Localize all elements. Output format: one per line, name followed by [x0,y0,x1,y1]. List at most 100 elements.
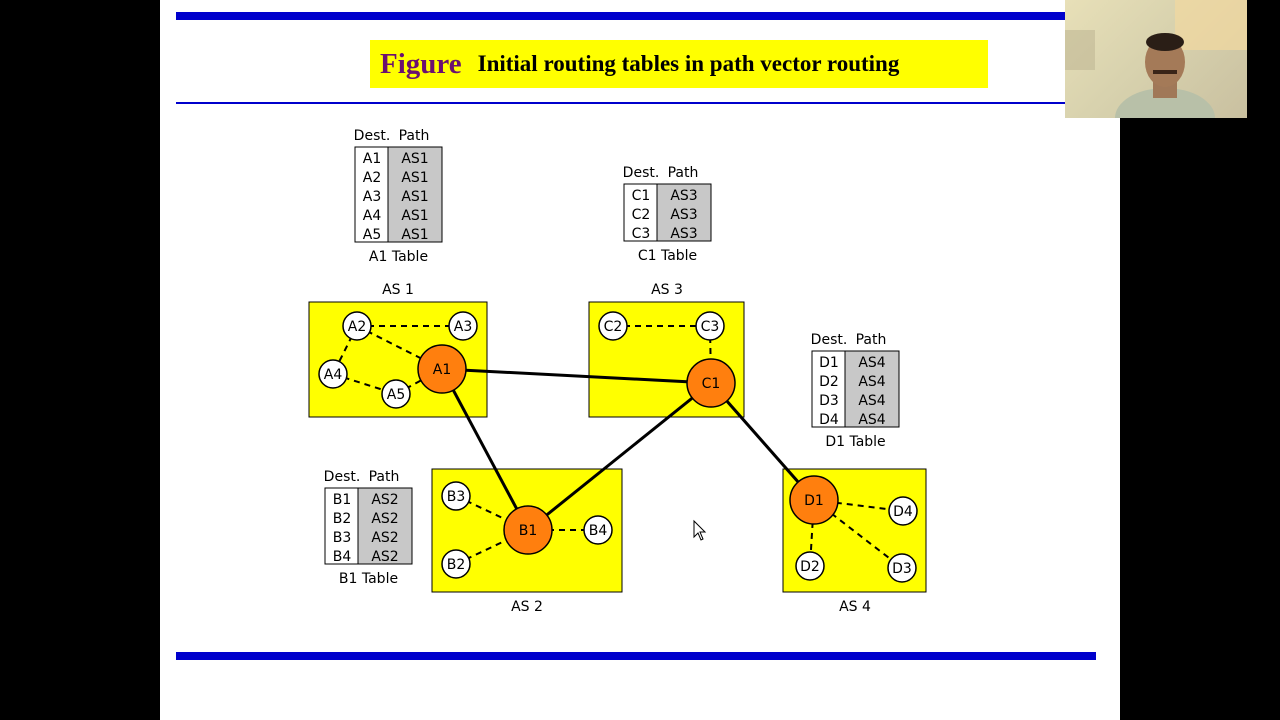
table-caption: D1 Table [825,434,885,450]
node-a3 [448,311,478,341]
node-d3 [887,553,917,583]
table-cell-path: AS1 [401,170,428,186]
table-cell-dest: B2 [333,511,352,527]
table-cell-dest: A1 [363,151,381,167]
link-d1-d3 [813,499,903,569]
table-header-dest: Dest. [623,165,660,181]
node-d2 [795,551,825,581]
table-header-path: Path [668,165,699,181]
table-cell-dest: D2 [819,374,839,390]
as-label-as3: AS 3 [651,282,683,298]
table-cell-path: AS2 [371,530,398,546]
as-label-as4: AS 4 [839,599,871,615]
table-cell-dest: B4 [333,549,352,565]
table-cell-dest: A4 [363,208,382,224]
node-label-b2: B2 [447,557,466,573]
node-b4 [583,515,613,545]
table-header-path: Path [369,469,400,485]
table-cell-dest: B1 [333,492,352,508]
node-label-d4: D4 [893,504,913,520]
node-label-a4: A4 [324,367,343,383]
top-rule [176,12,1066,20]
node-label-a1: A1 [433,362,451,378]
node-a2 [342,311,372,341]
table-cell-dest: C3 [632,226,651,242]
table-cell-dest: B3 [333,530,352,546]
webcam-overlay [1065,0,1247,118]
inter-as-link-b1-c1 [527,381,712,532]
link-a5-a1 [395,368,443,395]
node-c1 [686,358,736,408]
as-label-as1: AS 1 [382,282,414,298]
inter-as-link-a1-b1 [440,368,530,531]
node-a1 [417,344,467,394]
node-label-b1: B1 [519,523,538,539]
table-caption: B1 Table [339,571,398,587]
node-b1 [503,505,553,555]
table-header-dest: Dest. [324,469,361,485]
node-label-b3: B3 [447,489,466,505]
table-caption: C1 Table [638,248,697,264]
bottom-rule [176,652,1096,660]
node-c3 [695,311,725,341]
slide-title: Figure Initial routing tables in path ve… [370,40,988,88]
table-cell-path: AS4 [858,412,885,428]
table-path-column [357,487,413,565]
node-d1 [789,475,839,525]
table-cell-path: AS3 [670,207,697,223]
table-cell-path: AS1 [401,227,428,243]
table-header-path: Path [399,128,430,144]
table-cell-dest: A5 [363,227,381,243]
table-cell-path: AS2 [371,549,398,565]
inter-as-link-c1-d1 [709,382,816,501]
node-label-c3: C3 [701,319,720,335]
table-cell-dest: D1 [819,355,839,371]
table-path-column [387,146,443,243]
table-caption: A1 Table [369,249,428,265]
inter-as-link-a1-c1 [441,367,712,385]
title-underline [176,102,1066,104]
table-path-column [844,350,900,428]
node-label-a5: A5 [387,387,405,403]
table-cell-dest: D3 [819,393,839,409]
node-label-a3: A3 [454,319,472,335]
title-prefix: Figure [380,47,462,80]
presenter-video [1065,0,1247,118]
node-d4 [888,496,918,526]
table-cell-path: AS1 [401,208,428,224]
node-label-c1: C1 [702,376,721,392]
table-header-path: Path [856,332,887,348]
table-cell-dest: A3 [363,189,381,205]
table-cell-dest: D4 [819,412,839,428]
node-a5 [381,379,411,409]
table-cell-dest: C1 [632,188,651,204]
table-cell-path: AS4 [858,393,885,409]
table-cell-path: AS4 [858,374,885,390]
table-cell-path: AS3 [670,188,697,204]
node-label-b4: B4 [589,523,608,539]
table-header-dest: Dest. [354,128,391,144]
node-c2 [598,311,628,341]
table-path-column [656,183,712,242]
node-label-d1: D1 [804,493,824,509]
node-label-d3: D3 [892,561,912,577]
table-cell-path: AS1 [401,189,428,205]
as-label-as2: AS 2 [511,599,543,615]
node-b3 [441,481,471,511]
table-cell-path: AS3 [670,226,697,242]
table-cell-dest: A2 [363,170,381,186]
table-cell-path: AS1 [401,151,428,167]
table-cell-path: AS2 [371,511,398,527]
node-label-a2: A2 [348,319,366,335]
node-label-c2: C2 [604,319,623,335]
node-b2 [441,549,471,579]
table-cell-path: AS2 [371,492,398,508]
node-label-d2: D2 [800,559,820,575]
table-header-dest: Dest. [811,332,848,348]
node-a4 [318,359,348,389]
